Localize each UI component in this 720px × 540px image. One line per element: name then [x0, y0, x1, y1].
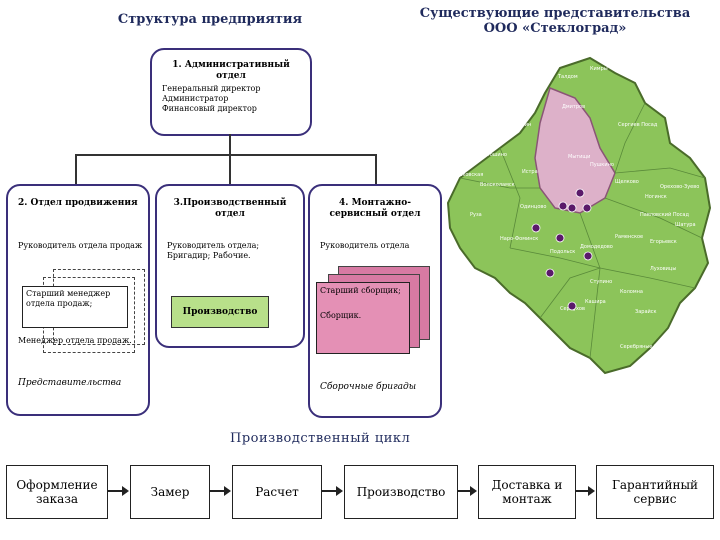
- cycle-step-production: Производство: [344, 465, 458, 519]
- admin-members: Генеральный директор Администратор Финан…: [162, 84, 310, 114]
- map-label-24: Зарайск: [635, 308, 657, 315]
- offices-title-line1: Существующие представительства: [419, 6, 691, 21]
- assembly-card-line1: Старший сборщик;: [320, 286, 401, 295]
- cycle-step-calculation: Расчет: [232, 465, 322, 519]
- assembly-department-box: 4. Монтажно-сервисный отдел Руководитель…: [308, 184, 442, 418]
- structure-title: Структура предприятия: [117, 12, 303, 27]
- map-label-23: Шатура: [675, 222, 696, 228]
- office-marker: [545, 268, 555, 278]
- office-marker: [558, 201, 568, 211]
- map-label-16: Подольск: [550, 249, 575, 255]
- map-label-28: Павловский Посад: [640, 211, 689, 218]
- map-label-29: Кашира: [585, 299, 606, 305]
- cycle-step-measure: Замер: [130, 465, 210, 519]
- promotion-card: Старший менеджер отдела продаж;: [22, 286, 128, 328]
- map-label-4: Сергиев Посад: [618, 122, 658, 128]
- cycle-arrow: [457, 487, 477, 495]
- connector-line: [375, 154, 377, 184]
- map-label-0: Талдом: [557, 74, 578, 80]
- admin-title-line1: 1. Административный: [172, 60, 290, 70]
- office-marker: [531, 223, 541, 233]
- admin-member: Финансовый директор: [162, 104, 257, 113]
- map-label-13: Мытищи: [568, 154, 590, 160]
- promotion-footer: Представительства: [18, 378, 122, 388]
- cycle-step-delivery: Доставка и монтаж: [478, 465, 576, 519]
- office-marker: [583, 251, 593, 261]
- map-label-9: Пушкино: [590, 162, 614, 168]
- promotion-title: 2. Отдел продвижения: [18, 198, 138, 208]
- cycle-step-order: Оформление заказа: [6, 465, 108, 519]
- assembly-head: Руководитель отдела: [320, 241, 410, 250]
- assembly-card-line2: Сборщик.: [320, 311, 362, 320]
- production-staff: Руководитель отдела; Бригадир; Рабочие.: [167, 241, 260, 260]
- map-label-21: Коломна: [620, 289, 643, 295]
- map-label-7: Волоколамск: [480, 182, 515, 188]
- map-label-25: Серебряные Пруды: [620, 344, 671, 350]
- production-title: 3.Производственный отдел: [173, 198, 287, 219]
- region-shape: [446, 56, 712, 375]
- offices-title-line2: ООО «Стеклоград»: [483, 21, 627, 36]
- connector-line: [75, 154, 375, 156]
- admin-department-box: 1. Административный отдел Генеральный ди…: [150, 48, 312, 136]
- cycle-arrow: [575, 487, 595, 495]
- map-label-5: Лотошино: [480, 152, 507, 158]
- office-marker: [582, 203, 592, 213]
- office-marker: [567, 203, 577, 213]
- cycle-arrow: [321, 487, 343, 495]
- office-marker: [555, 233, 565, 243]
- map-label-6: Шаховская: [454, 172, 483, 178]
- map-label-10: Щелково: [615, 179, 639, 185]
- map-label-11: Руза: [470, 212, 482, 218]
- map-label-17: Домодедово: [580, 244, 613, 250]
- cycle-arrow: [209, 487, 231, 495]
- admin-member: Генеральный директор: [162, 84, 261, 93]
- map-label-26: Луховицы: [650, 266, 676, 272]
- map-label-12: Одинцово: [520, 204, 546, 210]
- connector-line: [75, 154, 77, 184]
- promotion-head: Руководитель отдела продаж: [18, 241, 143, 250]
- district-borders: [459, 102, 706, 359]
- map-label-3: Клин: [518, 122, 531, 128]
- cycle-arrow: [107, 487, 129, 495]
- promotion-department-box: 2. Отдел продвижения Руководитель отдела…: [6, 184, 150, 416]
- admin-title: 1. Административный отдел: [152, 60, 310, 82]
- assembly-title: 4. Монтажно-сервисный отдел: [329, 198, 421, 219]
- admin-title-line2: отдел: [216, 71, 246, 81]
- promotion-manager: Менеджер отдела продаж.: [18, 336, 132, 345]
- assembly-card: Старший сборщик; Сборщик.: [316, 282, 410, 354]
- production-badge: Производство: [171, 296, 269, 328]
- map-label-19: Егорьевск: [650, 239, 677, 245]
- promotion-card-text: Старший менеджер отдела продаж;: [26, 289, 111, 308]
- connector-line: [229, 154, 231, 184]
- map-label-1: Кимры: [590, 66, 608, 72]
- map-label-14: Ногинск: [645, 194, 667, 200]
- map-label-18: Раменское: [615, 234, 643, 240]
- admin-member: Администратор: [162, 94, 229, 103]
- assembly-footer: Сборочные бригады: [320, 382, 417, 392]
- production-department-box: 3.Производственный отдел Руководитель от…: [155, 184, 305, 348]
- cycle-title: Производственный цикл: [230, 431, 411, 446]
- cycle-step-warranty: Гарантийный сервис: [596, 465, 714, 519]
- map-label-15: Наро-Фоминск: [500, 236, 538, 242]
- region-center: [534, 86, 616, 214]
- offices-title: Существующие представительства ООО «Стек…: [395, 6, 715, 36]
- moscow-region-map: Талдом Кимры Дмитров Клин Сергиев Посад …: [446, 56, 712, 375]
- office-marker: [575, 188, 585, 198]
- map-label-22: Ступино: [590, 279, 612, 285]
- map-label-8: Истра: [522, 169, 538, 175]
- office-markers: [531, 188, 593, 311]
- map-label-2: Дмитров: [562, 104, 585, 110]
- map-label-27: Орехово-Зуево: [660, 184, 699, 190]
- office-marker: [567, 301, 577, 311]
- connector-line: [229, 134, 231, 154]
